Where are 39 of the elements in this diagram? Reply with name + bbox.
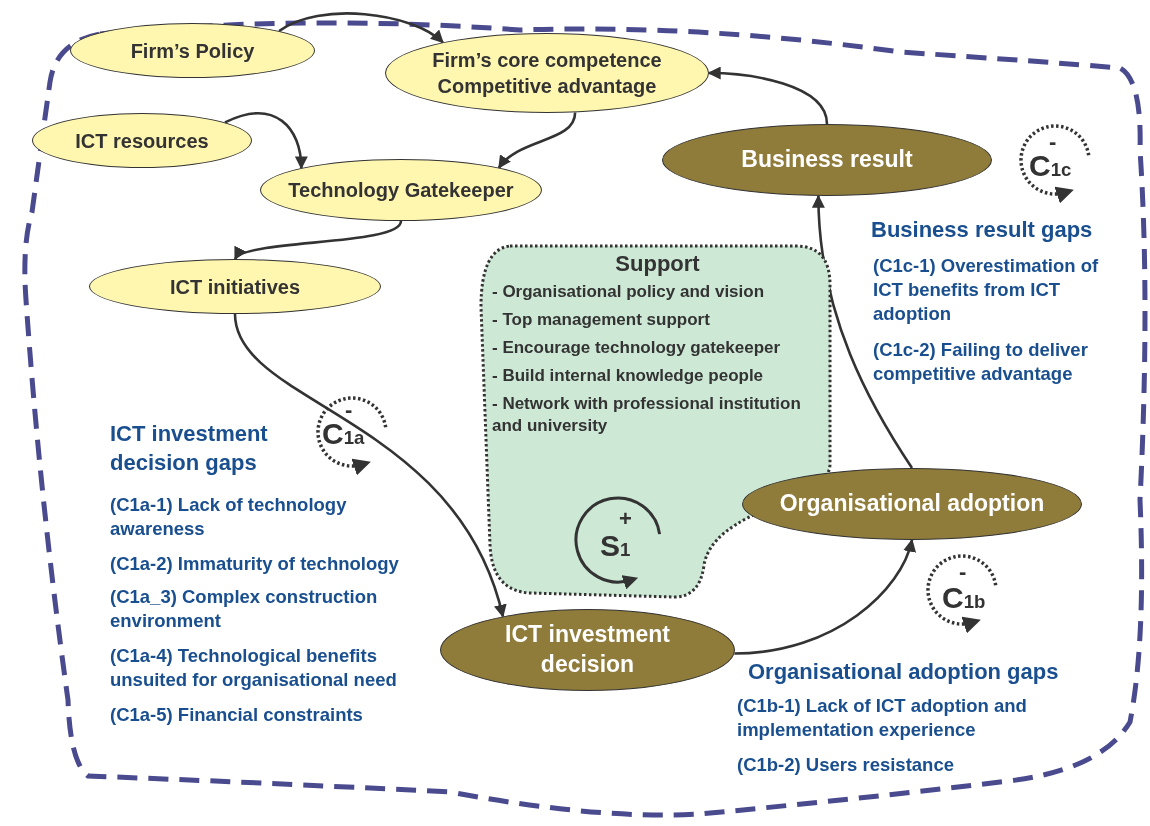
node-text: Firm’s core competence [432, 48, 662, 73]
gap-item: (C1c-1) Overestimation of ICT benefits from ICT adoption [873, 254, 1100, 327]
support-item: - Organisational policy and vision [492, 281, 765, 303]
gap-item: (C1a-2) Immaturity of technology [110, 552, 400, 576]
ellipse-node: ICT initiatives [89, 259, 381, 314]
loop-sign: - [1049, 128, 1057, 156]
loop-sign: + [619, 505, 632, 533]
gap-item: (C1a-5) Financial constraints [110, 703, 364, 727]
support-item: - Network with professional institution and university [492, 393, 802, 438]
support-item: - Build internal knowledge people [492, 365, 764, 388]
loop-sign: - [959, 558, 967, 586]
ellipse-node: Business result [662, 124, 992, 196]
ellipse-node: Technology Gatekeeper [260, 159, 542, 221]
arrow [812, 194, 914, 469]
arrow [497, 112, 577, 169]
ellipse-node: ICT investment decision [440, 609, 735, 691]
ellipse-node: Organisational adoption [742, 468, 1082, 540]
gap-item: (C1c-2) Failing to deliver competitive advantage [873, 338, 1089, 387]
gap-heading: Organisational adoption gaps [748, 658, 1059, 686]
arrow [707, 66, 829, 125]
gap-item: (C1b-1) Lack of ICT adoption and implementation experience [737, 694, 1028, 743]
gap-item: (C1a-4) Technological benefits unsuited for organisational need [110, 644, 398, 693]
arrow [224, 112, 308, 170]
support-item: - Top management support [492, 309, 710, 332]
ellipse-node: ICT resources [32, 113, 252, 168]
ellipse-node: Firm’s Policy [70, 23, 315, 78]
gap-item: (C1a-1) Lack of technology awareness [110, 493, 348, 542]
arrow [278, 12, 444, 44]
arrow [734, 538, 915, 655]
gap-item: (C1b-2) Users resistance [737, 753, 955, 777]
support-item: - Encourage technology gatekeeper [492, 337, 781, 360]
arrow [233, 313, 506, 618]
node-text: Competitive advantage [437, 74, 657, 99]
gap-heading: Business result gaps [871, 216, 1093, 244]
gap-item: (C1a_3) Complex construction environment [110, 585, 379, 634]
support-heading: Support [615, 251, 700, 277]
loop-sign: - [345, 396, 353, 424]
gap-heading: ICT investment decision gaps [110, 420, 269, 477]
arrow [234, 220, 403, 260]
